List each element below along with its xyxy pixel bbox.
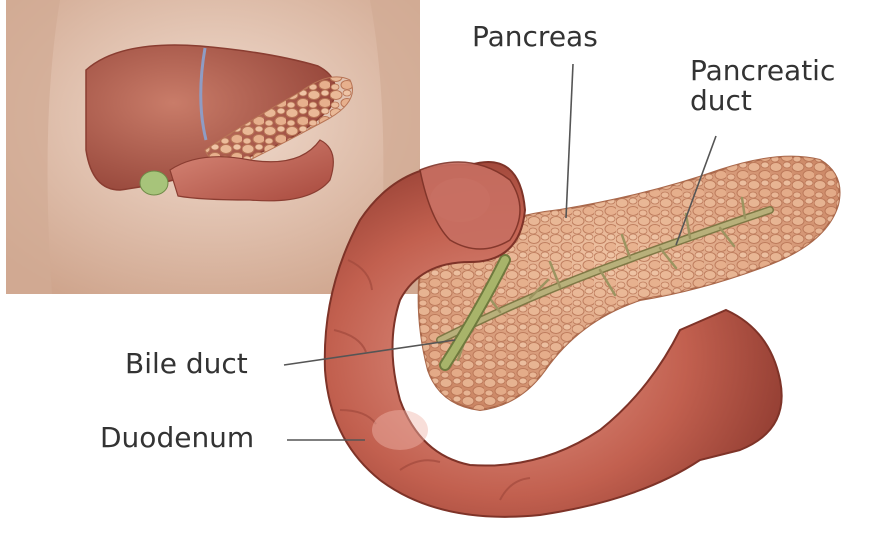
pancreas-leader-line xyxy=(565,63,574,219)
duodenum-organ xyxy=(323,161,783,518)
pancreatic-duct-label: Pancreatic duct xyxy=(690,56,835,116)
bile-duct xyxy=(439,254,511,371)
pancreas-label: Pancreas xyxy=(472,20,598,53)
pancreatic-duct xyxy=(436,196,774,362)
pancreatic-duct-label-line2: duct xyxy=(690,84,752,117)
torso-inset xyxy=(6,0,420,294)
duodenum-label: Duodenum xyxy=(100,421,255,454)
bile-duct-label: Bile duct xyxy=(125,347,248,380)
bile-duct-leader-line xyxy=(283,339,456,366)
pancreatic-duct-leader-line xyxy=(675,135,717,246)
leader-lines xyxy=(283,63,717,441)
pancreatic-duct-label-line1: Pancreatic xyxy=(690,54,836,87)
